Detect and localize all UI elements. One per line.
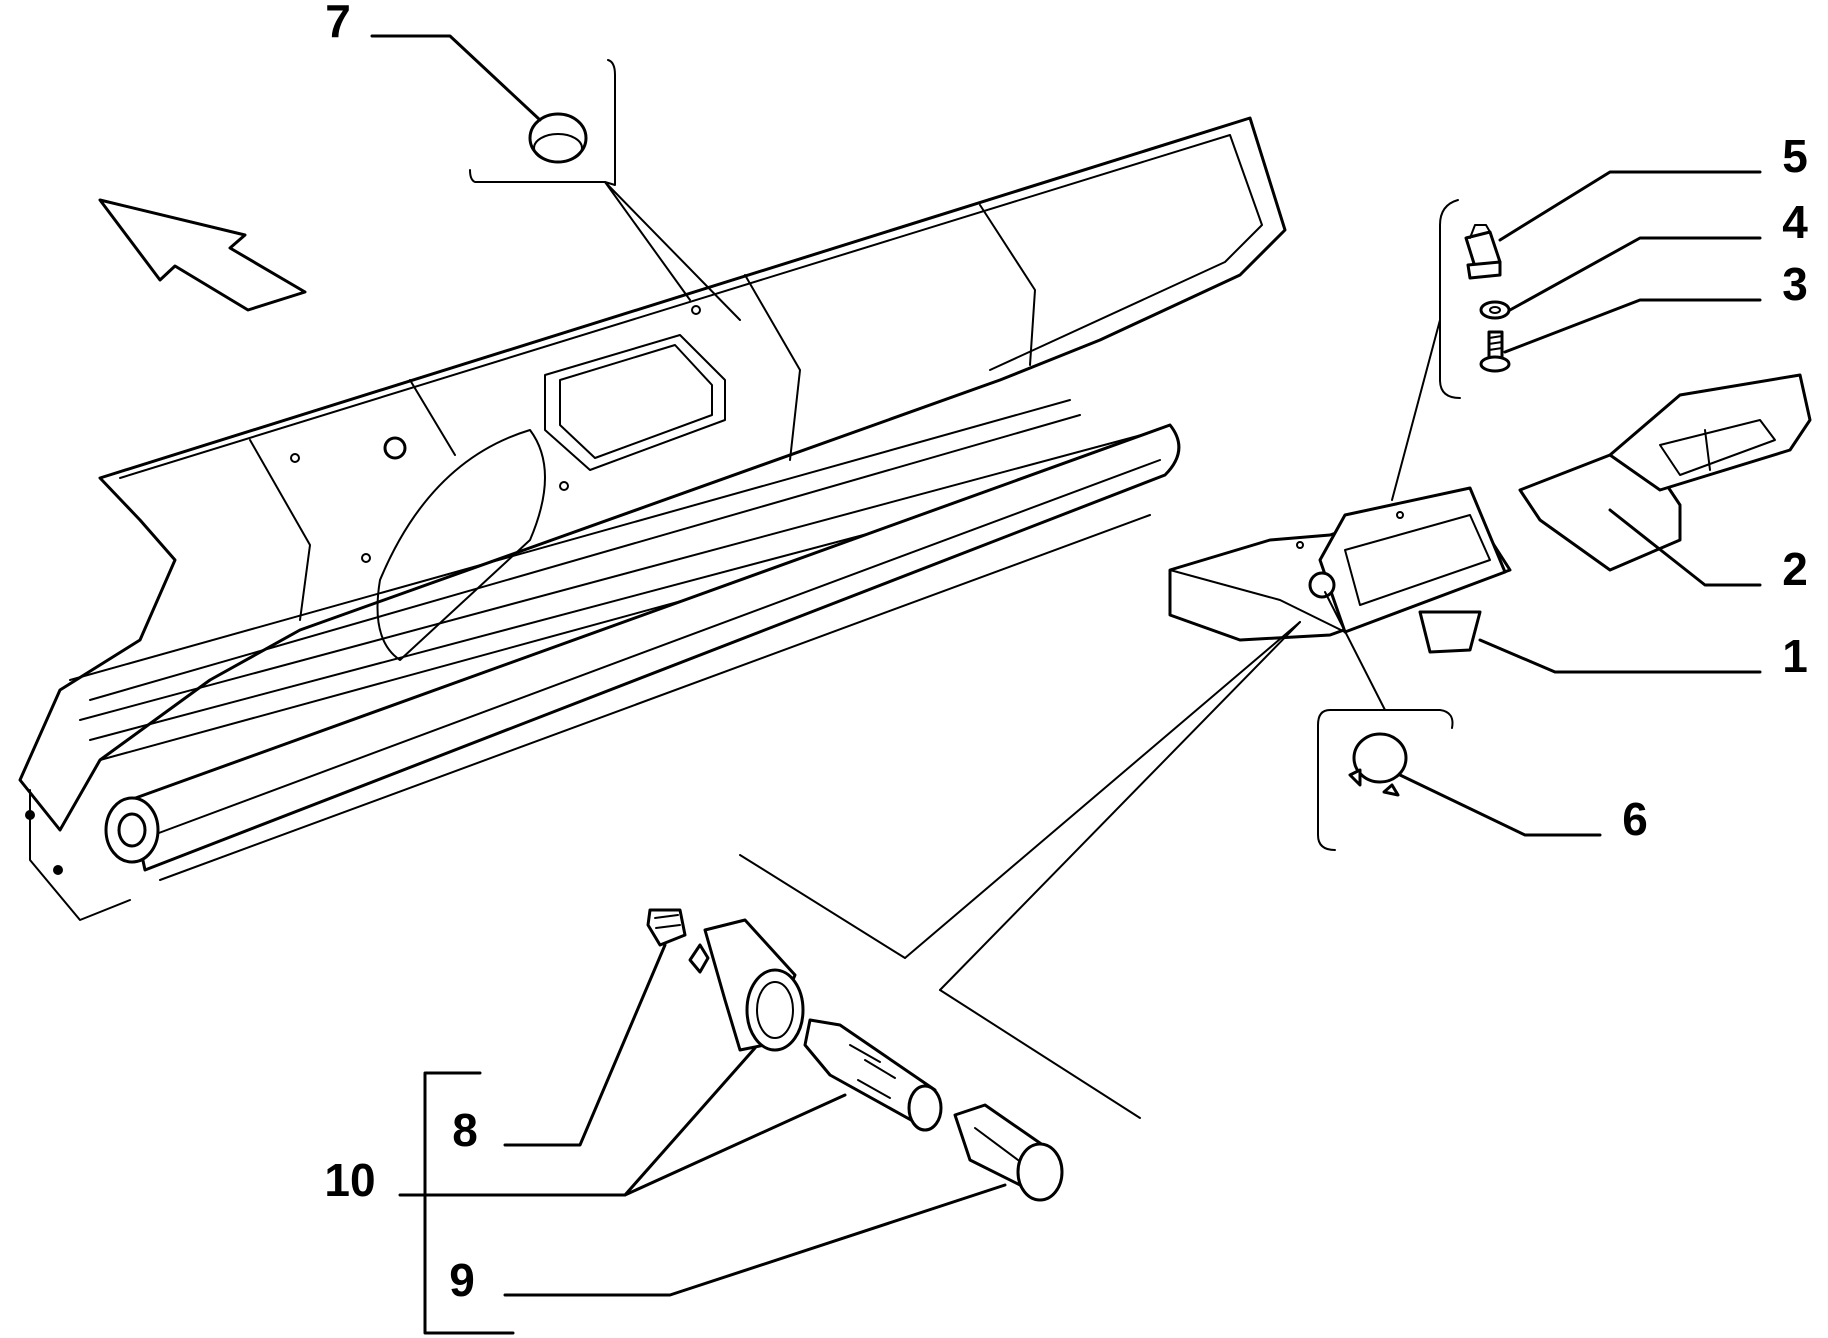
leader-3 [1503,298,1762,354]
leader-9 [503,1183,1007,1297]
screw-3 [1479,330,1511,373]
leader-bracket-to-housing [1391,319,1441,501]
leader-4 [1508,236,1762,312]
leader-5 [1498,170,1762,242]
plug-cap-7 [528,112,588,164]
assembly-line-c [904,621,1301,959]
leader-bracket-7 [469,59,616,186]
callout-2: 2 [1782,543,1808,595]
leader-6 [1398,773,1602,837]
assembly-line-d [939,621,1301,991]
leader-7 [370,34,542,122]
bulb-8 [646,908,687,947]
callout-6: 6 [1622,793,1648,845]
lighter-plug-9 [953,1103,1064,1202]
callout-3: 3 [1782,258,1808,310]
leader-10-b [623,1093,847,1197]
assembly-line-a [739,854,906,959]
callout-9: 9 [449,1254,475,1306]
bezel-2 [1518,373,1812,572]
clip-5 [1464,224,1502,280]
dashboard-panel [18,116,1287,921]
leader-7-to-panel-b [604,181,691,301]
leader-2 [1608,508,1762,587]
lighter-sleeve [803,1018,943,1132]
assembly-line-b [939,989,1141,1119]
plug-6 [1348,732,1408,797]
leader-1 [1478,638,1762,674]
callout-1: 1 [1782,630,1808,682]
callout-8: 8 [452,1104,478,1156]
bracket-6 [1317,709,1454,851]
leader-bracket-6-to-housing [1324,591,1386,711]
leader-7-to-panel [604,181,741,321]
bracket-3-4-5 [1439,199,1461,399]
lighter-socket [688,918,805,1052]
washer-4 [1479,300,1511,320]
callout-5: 5 [1782,130,1808,182]
direction-arrow-icon [98,198,307,312]
bracket-8-9-10 [423,1071,515,1335]
leader-8 [503,943,667,1147]
callout-7: 7 [325,0,351,47]
callout-10: 10 [324,1154,375,1206]
switch-housing-1 [1168,486,1512,654]
callout-4: 4 [1782,196,1808,248]
